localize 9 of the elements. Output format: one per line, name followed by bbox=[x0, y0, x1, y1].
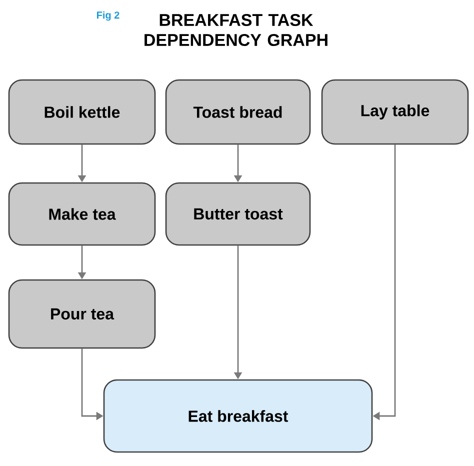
figure-number: Fig 2 bbox=[97, 11, 120, 21]
task-box: Lay table bbox=[321, 79, 469, 145]
task-box: Boil kettle bbox=[8, 79, 156, 145]
title: BREAKFAST TASK DEPENDENCY GRAPH bbox=[144, 14, 328, 46]
task-box: Pour tea bbox=[8, 279, 156, 349]
task-box: Butter toast bbox=[165, 182, 311, 246]
task-box: Make tea bbox=[8, 182, 156, 246]
goal-box: Eat breakfast bbox=[103, 379, 373, 453]
task-box: Toast bread bbox=[165, 79, 311, 145]
